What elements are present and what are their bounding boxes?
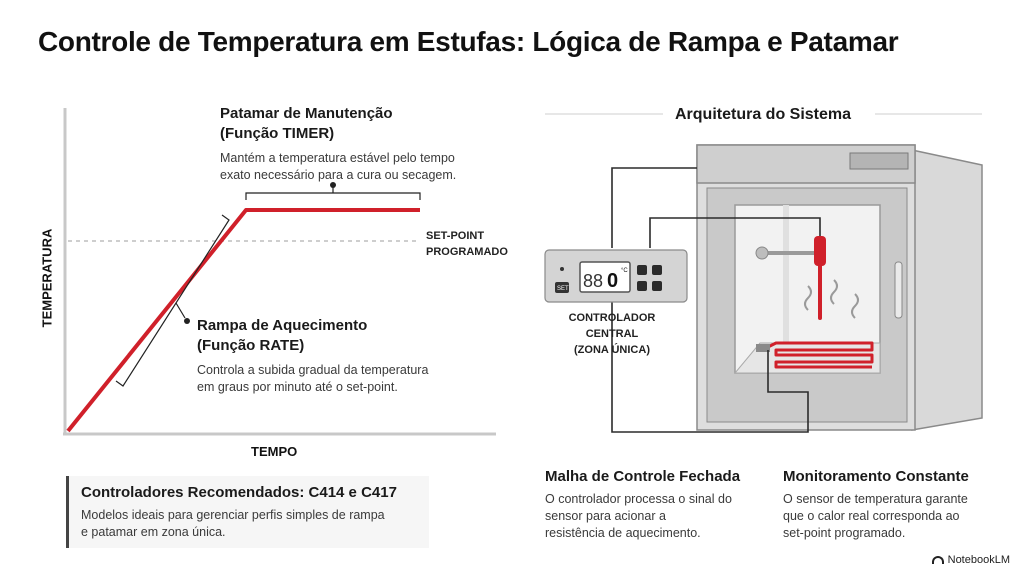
closed-loop-desc-line3: resistência de aquecimento. bbox=[545, 526, 701, 540]
sensor-mount-cap bbox=[755, 246, 769, 260]
closed-loop-block: Malha de Controle Fechada O controlador … bbox=[545, 468, 740, 542]
wire-sensor bbox=[649, 217, 821, 248]
monitoring-desc-line3: set-point programado. bbox=[783, 526, 906, 540]
architecture-title: Arquitetura do Sistema bbox=[675, 106, 852, 123]
wire-power bbox=[611, 167, 697, 248]
monitoring-desc-line1: O sensor de temperatura garante bbox=[783, 492, 968, 506]
wire-resistance bbox=[611, 300, 809, 433]
display-unit: °C bbox=[621, 268, 628, 274]
display-last-digit: 0 bbox=[607, 270, 618, 292]
brand-badge: NotebookLM bbox=[931, 554, 1010, 566]
temperature-profile-curve bbox=[66, 208, 420, 433]
x-axis-label: TEMPO bbox=[251, 444, 298, 459]
setpoint-label: SET-POINT PROGRAMADO bbox=[426, 228, 508, 260]
set-key-label: SET bbox=[557, 286, 569, 292]
display-digits: 88 bbox=[583, 271, 603, 291]
set-key bbox=[555, 282, 569, 293]
closed-loop-title: Malha de Controle Fechada bbox=[545, 468, 741, 485]
key-up bbox=[637, 265, 647, 275]
monitoring-block: Monitoramento Constante O sensor de temp… bbox=[783, 468, 969, 542]
oven-door-handle bbox=[894, 261, 903, 319]
setpoint-label-line1: SET-POINT bbox=[426, 230, 485, 242]
control-wiring bbox=[611, 167, 821, 433]
key-right bbox=[652, 281, 662, 291]
patamar-dot bbox=[330, 182, 336, 188]
temperature-sensor bbox=[814, 236, 826, 266]
controller-label-line1: CONTROLADOR CENTRAL bbox=[568, 312, 656, 340]
controller-device: 88 0 °C SET bbox=[544, 249, 688, 303]
notebooklm-logo-icon bbox=[931, 556, 944, 564]
monitoring-title: Monitoramento Constante bbox=[783, 468, 969, 485]
page-title: Controle de Temperatura em Estufas: Lógi… bbox=[38, 26, 899, 57]
patamar-title-line1: Patamar de Manutenção bbox=[220, 105, 393, 122]
oven-side bbox=[911, 149, 983, 431]
controller-label: CONTROLADOR CENTRAL (ZONA ÚNICA) bbox=[542, 310, 682, 358]
rampa-dot bbox=[184, 318, 190, 324]
rampa-title-line2: (Função RATE) bbox=[197, 337, 305, 354]
setpoint-label-line2: PROGRAMADO bbox=[426, 246, 508, 258]
recommended-controllers-card: Controladores Recomendados: C414 e C417 … bbox=[66, 476, 429, 548]
brand-name: NotebookLM bbox=[947, 554, 1010, 566]
recommended-desc-line2: e patamar em zona única. bbox=[81, 525, 226, 539]
oven bbox=[696, 144, 983, 431]
monitoring-desc-line2: que o calor real corresponda ao bbox=[783, 509, 960, 523]
patamar-desc-line1: Mantém a temperatura estável pelo tempo bbox=[220, 151, 455, 165]
patamar-annotation: Patamar de Manutenção (Função TIMER) Man… bbox=[220, 104, 456, 184]
controller-display bbox=[579, 261, 631, 293]
key-down bbox=[652, 265, 662, 275]
key-left bbox=[637, 281, 647, 291]
oven-vent bbox=[849, 152, 909, 170]
rampa-title-line1: Rampa de Aquecimento bbox=[197, 317, 368, 334]
closed-loop-desc-line2: sensor para acionar a bbox=[545, 509, 666, 523]
recommended-title: Controladores Recomendados: C414 e C417 bbox=[81, 484, 397, 501]
patamar-title-line2: (Função TIMER) bbox=[220, 125, 335, 142]
heating-resistance bbox=[761, 341, 874, 369]
controller-label-line2: (ZONA ÚNICA) bbox=[574, 344, 650, 356]
recommended-desc-line1: Modelos ideais para gerenciar perfis sim… bbox=[81, 508, 385, 522]
rampa-annotation: Rampa de Aquecimento (Função RATE) Contr… bbox=[197, 316, 428, 396]
closed-loop-desc-line1: O controlador processa o sinal do bbox=[545, 492, 732, 506]
controller-led bbox=[560, 267, 564, 271]
rampa-desc-line2: em graus por minuto até o set-point. bbox=[197, 380, 398, 394]
heat-wave-1 bbox=[804, 285, 812, 311]
heat-wave-3 bbox=[851, 293, 859, 319]
rampa-bracket-tick bbox=[175, 302, 186, 319]
heat-wave-2 bbox=[830, 279, 838, 305]
rampa-desc-line1: Controla a subida gradual da temperatura bbox=[197, 363, 429, 377]
resistance-terminal bbox=[756, 344, 770, 352]
patamar-desc-line2: exato necessário para a cura ou secagem. bbox=[220, 168, 457, 182]
